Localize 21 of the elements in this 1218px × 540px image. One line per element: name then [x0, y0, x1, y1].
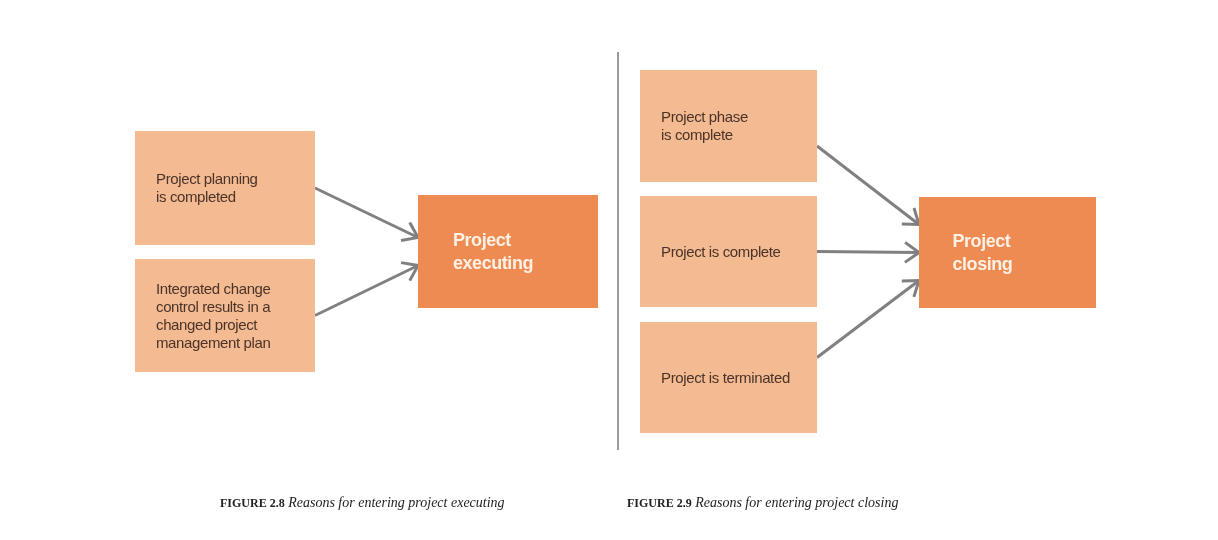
figure-caption: FIGURE 2.9 Reasons for entering project closing: [627, 494, 899, 512]
arrow: [314, 261, 420, 317]
reason-box: [640, 70, 817, 182]
box-text: Integrated change control results in a changed project management plan: [156, 279, 272, 352]
box-text: Project is complete: [661, 242, 781, 261]
stage-box: [919, 197, 1096, 308]
reason-box: [135, 131, 315, 245]
stage-box: [418, 195, 598, 308]
arrow: [817, 240, 921, 264]
box-text: Project planning is completed: [156, 170, 259, 206]
arrow: [816, 279, 921, 359]
arrow: [816, 144, 921, 226]
box-text: Project executing: [453, 228, 534, 275]
reason-box: [640, 322, 817, 433]
box-text: Project phase is complete: [661, 108, 749, 144]
box-text: Project closing: [952, 229, 1014, 276]
reason-box: [640, 196, 817, 307]
reason-box: [135, 259, 315, 372]
box-text: Project is terminated: [661, 368, 790, 387]
arrow: [314, 186, 420, 242]
figure-caption: FIGURE 2.8 Reasons for entering project executing: [220, 494, 505, 512]
